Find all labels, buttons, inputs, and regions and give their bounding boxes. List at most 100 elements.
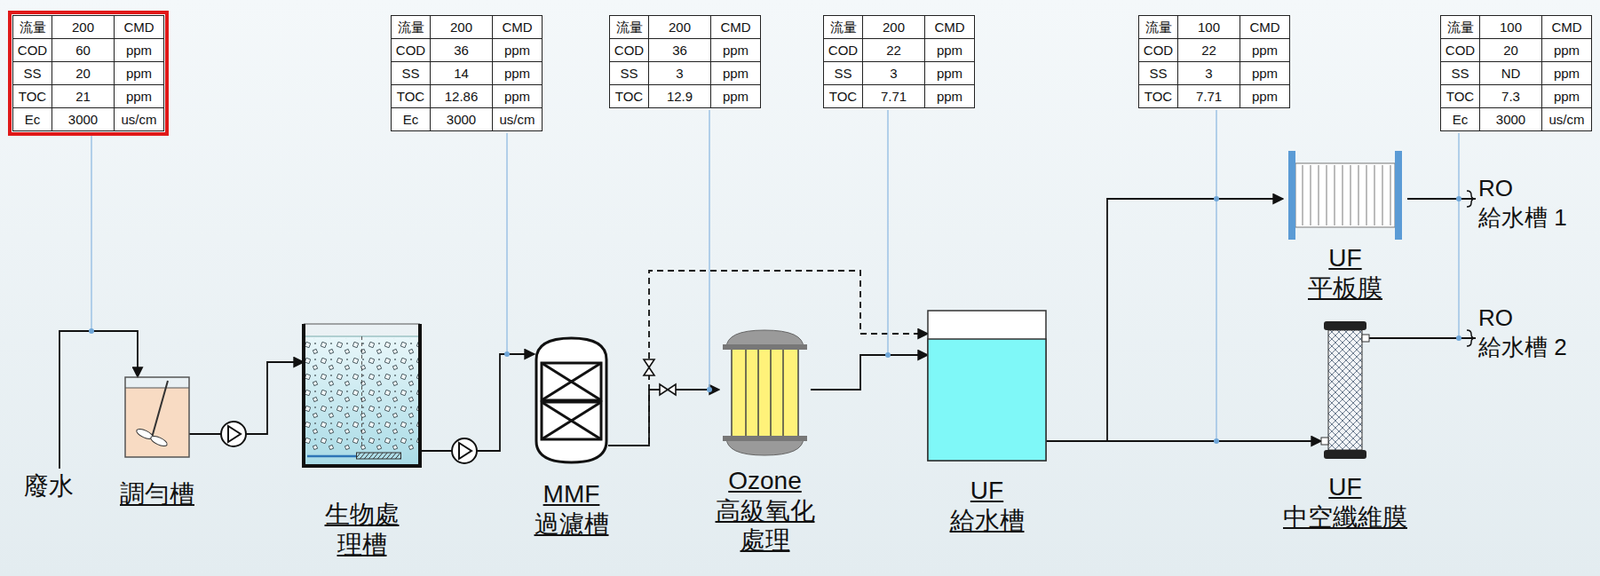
table-cell: 7.71 [1178, 85, 1241, 109]
unit-outline [719, 328, 811, 458]
pipe-connector [189, 362, 304, 435]
table-cell: 3000 [1480, 108, 1543, 132]
outlet-label: RO 給水槽 2 [1475, 301, 1581, 364]
leader-line [91, 110, 1459, 442]
table-cell: 7.3 [1480, 85, 1543, 109]
table-cell: 7.71 [863, 85, 926, 109]
table-cell: 200 [52, 15, 115, 40]
mix-part [149, 434, 169, 449]
table-cell: 60 [52, 39, 115, 63]
flat-part [1366, 165, 1368, 226]
hollow-fiber-membrane: UF 中空纖維膜 [1321, 321, 1370, 460]
hol-part [1323, 450, 1367, 460]
table-cell: TOC [823, 85, 864, 109]
feed-tank: UF 給水槽 [927, 310, 1046, 461]
table-cell: 流量 [13, 15, 53, 40]
unit-outline [303, 324, 420, 467]
outlet-label: RO 給水槽 1 [1475, 172, 1581, 234]
table-cell: CMD [114, 15, 165, 40]
table-cell: TOC [1441, 85, 1481, 109]
oz-part [782, 346, 785, 440]
data-table: 流量100CMDCOD20ppmSSNDppmTOC7.3ppmEc3000us… [1440, 15, 1593, 132]
equalization-tank: 調勻槽 [125, 377, 190, 458]
table-cell: 36 [430, 39, 493, 63]
table-cell: TOC [1139, 85, 1179, 109]
table-cell: TOC [391, 85, 431, 109]
table-cell: SS [391, 62, 431, 86]
flat-part [1342, 165, 1344, 226]
table-cell: 12.9 [649, 85, 712, 109]
hol-part [1323, 321, 1367, 331]
table-cell: CMD [1240, 15, 1291, 40]
mix-part [125, 377, 190, 458]
unit-label: 生物處 理槽 [324, 499, 400, 560]
oz-part [744, 346, 747, 440]
table-cell: 12.86 [430, 85, 493, 109]
table-cell: 3 [863, 62, 926, 86]
unit-label: MMF 過濾槽 [534, 479, 610, 539]
table-cell: Ec [1441, 108, 1481, 132]
table-cell: us/cm [492, 108, 543, 132]
pipe-connector [419, 354, 535, 452]
table-cell: ppm [492, 62, 543, 86]
table-cell: Ec [13, 108, 53, 132]
table-cell: CMD [711, 15, 761, 40]
table-cell: 20 [1480, 39, 1543, 63]
table-cell: ppm [711, 62, 761, 86]
table-cell: COD [1441, 39, 1481, 63]
bio-part [356, 452, 402, 460]
hol-part [1362, 334, 1370, 342]
flat-part [1326, 165, 1328, 226]
table-cell: CMD [492, 15, 543, 40]
table-cell: ppm [1240, 39, 1291, 63]
table-cell: ppm [114, 85, 165, 109]
table-cell: 3 [649, 62, 712, 86]
table-cell: 流量 [391, 15, 431, 40]
table-cell: ppm [1240, 85, 1291, 109]
flat-part [1382, 165, 1384, 226]
hol-part [1321, 437, 1329, 445]
oz-part [722, 435, 808, 442]
data-table: 流量200CMDCOD36ppmSS14ppmTOC12.86ppmEc3000… [390, 15, 543, 132]
node-text: RO 給水槽 2 [1478, 303, 1578, 362]
mmf-part [541, 363, 602, 401]
table-cell: us/cm [1542, 108, 1593, 132]
unit-label: Ozone 高級氧化 處理 [715, 466, 816, 556]
table-cell: 22 [863, 39, 926, 63]
bio-part [307, 455, 357, 459]
valve-symbol [643, 359, 676, 396]
unit-outline [927, 310, 1046, 461]
table-cell: 流量 [823, 15, 864, 40]
pipe-connector [810, 355, 928, 390]
uft-part [927, 339, 1046, 461]
node-text: 廢水 [23, 470, 74, 502]
table-cell: 200 [863, 15, 926, 40]
table-cell: CMD [925, 15, 975, 40]
hol-part [1328, 330, 1363, 451]
unit-outline [1283, 150, 1408, 240]
table-cell: 流量 [1441, 15, 1481, 40]
unit-label: UF 平板膜 [1307, 243, 1383, 303]
flat-part [1302, 165, 1304, 226]
table-cell: ppm [711, 85, 761, 109]
table-cell: COD [391, 39, 431, 63]
source-label: 廢水 [21, 468, 77, 504]
flat-part [1390, 165, 1392, 226]
table-cell: ppm [1542, 85, 1593, 109]
table-cell: 22 [1178, 39, 1241, 63]
flat-part [1310, 165, 1312, 226]
table-cell: Ec [391, 108, 431, 132]
flat-part [1288, 150, 1296, 240]
unit-outline [125, 377, 190, 458]
oz-part [731, 346, 799, 440]
mmf-part [541, 402, 602, 440]
data-table: 流量100CMDCOD22ppmSS3ppmTOC7.71ppm [1138, 15, 1291, 109]
table-cell: ND [1480, 62, 1543, 86]
oz-part [722, 344, 808, 350]
unit-outline [1321, 321, 1370, 460]
unit-label: UF 中空纖維膜 [1283, 472, 1408, 532]
bio-part [303, 336, 420, 467]
data-table: 流量200CMDCOD36ppmSS3ppmTOC12.9ppm [609, 15, 761, 109]
table-cell: SS [823, 62, 864, 86]
unit-outline [534, 336, 609, 465]
